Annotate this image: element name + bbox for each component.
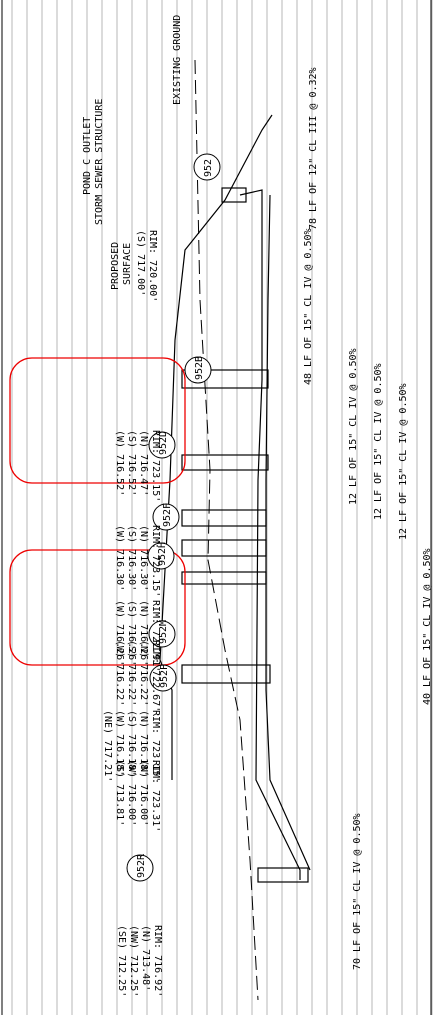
profile-grid — [11, 0, 433, 1015]
structure-elevation: (S) 717.00' — [135, 230, 146, 296]
structure-elevation: (W) 716.26' — [114, 600, 125, 666]
structure-elevation: (N) 716.47' — [138, 430, 149, 496]
structure-elevation: RIM: 723.15' — [150, 430, 161, 502]
pipe-callout: 70 LF OF 15" CL IV @ 0.50% — [352, 813, 363, 970]
structure-circle — [148, 431, 176, 459]
existing-ground-label: EXISTING GROUND — [172, 15, 183, 105]
structure-id: 952F — [162, 503, 173, 527]
pipe-profile — [159, 114, 311, 883]
structure-952M-box — [181, 571, 267, 585]
pipe-callout: 40 LF OF 15" CL IV @ 0.50% — [422, 548, 433, 705]
proposed-surface-label-2: SURFACE — [122, 243, 133, 285]
structure-id: 952 — [203, 159, 214, 177]
pipe-callout: 12 LF OF 15" CL IV @ 0.50% — [373, 363, 384, 520]
structure-952P-box — [181, 664, 271, 684]
structure-id: 952B — [194, 356, 205, 380]
structure-id: 952D — [158, 431, 169, 455]
revision-cloud-lower — [9, 549, 186, 666]
structure-id: 952R — [136, 853, 147, 878]
structure-markers — [126, 153, 221, 882]
structure-952H-box — [181, 539, 267, 557]
structure-circle — [193, 153, 221, 181]
pond-outlet-label-2: STORM SEWER STRUCTURE — [94, 99, 105, 225]
structure-952-box — [221, 187, 247, 203]
structure-circle — [152, 503, 180, 531]
revision-cloud-upper — [9, 357, 186, 484]
structure-elevation: (S) 716.18' — [126, 710, 137, 776]
structure-circle — [184, 356, 212, 384]
structure-elevation: RIM: 720.00' — [147, 230, 158, 302]
existing-ground-line — [194, 59, 259, 1001]
structure-elevation: (NW) 712.25' — [128, 925, 139, 997]
structure-952F-box — [181, 509, 267, 527]
pipe-callout: 48 LF OF 15" CL IV @ 0.50% — [303, 228, 314, 385]
proposed-surface-label: PROPOSED — [110, 242, 121, 290]
structure-elevation: (N) 716.18' — [138, 710, 149, 776]
pipe-callout: 12 LF OF 15" CL IV @ 0.50% — [348, 348, 359, 505]
structure-elevation: (S) 713.81' — [114, 760, 125, 826]
structure-elevation: (N) 716.22' — [138, 640, 149, 706]
structure-elevation: (W) 716.18' — [114, 710, 125, 776]
pipe-crown-line — [239, 189, 301, 880]
structure-952B-box — [181, 369, 269, 389]
structure-elevation: RIM: 723.15' — [150, 710, 161, 782]
structure-elevation: (W) 716.52' — [114, 430, 125, 496]
structure-elevation: (N) 716.00' — [138, 760, 149, 826]
structure-elevation: (W) 716.30' — [114, 525, 125, 591]
structure-elevation: (SE) 712.25' — [116, 925, 127, 997]
structure-elevation: (W) 716.22' — [114, 640, 125, 706]
structure-elevation: RIM: 722.91' — [150, 600, 161, 672]
structure-elevation: RIM: 722.67' — [150, 640, 161, 712]
structure-elevation: (W) 716.00' — [126, 760, 137, 826]
structure-elevation: RIM: 716.92' — [152, 925, 163, 997]
structure-elevation: (N) 713.48' — [140, 925, 151, 991]
pond-outlet-label: POND C OUTLET — [82, 117, 93, 195]
structure-id: 952H — [157, 542, 168, 566]
structure-elevation: (S) 716.26' — [126, 600, 137, 666]
structure-elevation: (S) 716.52' — [126, 430, 137, 496]
revision-clouds — [9, 357, 186, 666]
structure-circle — [126, 854, 154, 882]
structure-952R-box — [257, 867, 309, 883]
pipe-invert-line — [265, 194, 311, 871]
structure-circle — [147, 542, 175, 570]
pipe-callout: 12 LF OF 15" CL IV @ 0.50% — [398, 383, 409, 540]
structure-id: 952M — [158, 620, 169, 644]
structure-elevation: (N) 716.30' — [138, 525, 149, 591]
structure-id: 952P — [159, 664, 170, 688]
structure-circle — [149, 664, 177, 692]
structure-952D-box — [181, 454, 269, 471]
pipe-callout: 78 LF OF 12" CL III @ 0.32% — [308, 67, 319, 230]
structure-elevation: (NE) 717.21' — [102, 710, 113, 782]
structure-elevation: (S) 716.30' — [126, 525, 137, 591]
structure-elevation: RIM: 723.15' — [150, 525, 161, 597]
structure-elevation: RIM: 723.31' — [150, 760, 161, 832]
structure-elevation: (N) 716.26' — [138, 600, 149, 666]
structure-circle — [148, 620, 176, 648]
structure-elevation: (S) 716.22' — [126, 640, 137, 706]
